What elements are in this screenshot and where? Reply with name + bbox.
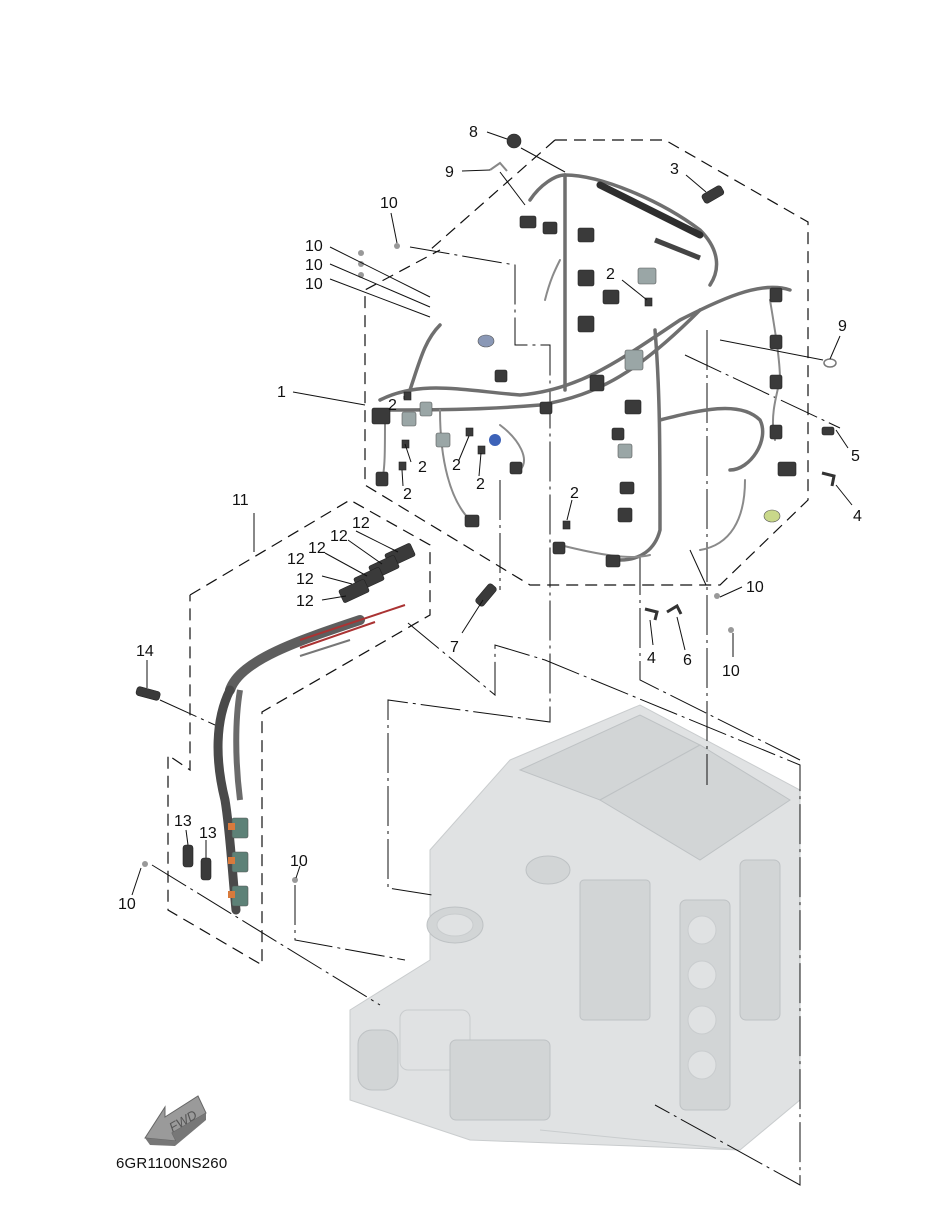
callout-14: 14 (136, 643, 154, 660)
part-10-bolts (142, 243, 734, 883)
part-12-ignition-coils (338, 543, 416, 603)
callout-10: 10 (305, 257, 323, 274)
engine-illustration (349, 704, 801, 1151)
callout-13: 13 (174, 813, 192, 830)
part-9-clamp (489, 161, 508, 172)
callout-13: 13 (199, 825, 217, 842)
callout-labels: 8 9 3 10 10 10 10 2 9 1 2 2 2 2 2 2 5 4 … (118, 124, 862, 913)
part-14-sensor (135, 686, 161, 701)
part-2-clips (398, 297, 653, 530)
callout-7: 7 (450, 639, 459, 656)
part-5-clip (821, 426, 835, 436)
callout-11: 11 (232, 492, 249, 509)
callout-10: 10 (118, 896, 136, 913)
part-11-sub-harness (213, 604, 406, 915)
callout-2: 2 (606, 266, 615, 283)
callout-4: 4 (647, 650, 656, 667)
sub-harness-group-boundary (167, 499, 431, 967)
callout-10: 10 (305, 276, 323, 293)
callout-6: 6 (683, 652, 692, 669)
callout-12: 12 (287, 551, 305, 568)
callout-12: 12 (330, 528, 348, 545)
callout-12: 12 (352, 515, 370, 532)
callout-12: 12 (308, 540, 326, 557)
part-13-caps (182, 844, 212, 881)
callout-2: 2 (476, 476, 485, 493)
part-4-clip-bottom (644, 607, 659, 621)
part-8-grommet (506, 133, 522, 149)
callout-12: 12 (296, 571, 314, 588)
callout-3: 3 (670, 161, 679, 178)
callout-9: 9 (838, 318, 847, 335)
diagram-code: 6GR1100NS260 (116, 1155, 228, 1172)
callout-8: 8 (469, 124, 478, 141)
part-9-clamp-right (823, 358, 837, 368)
callout-5: 5 (851, 448, 860, 465)
callout-1: 1 (277, 384, 286, 401)
callout-2: 2 (388, 397, 397, 414)
callout-9: 9 (445, 164, 454, 181)
callout-2: 2 (403, 486, 412, 503)
part-7-sensor (475, 583, 497, 607)
callout-10: 10 (380, 195, 398, 212)
leader-lines (131, 131, 853, 896)
callout-2: 2 (452, 457, 461, 474)
assembly-reference-lines (151, 246, 841, 1186)
callout-2: 2 (570, 485, 579, 502)
callout-10: 10 (305, 238, 323, 255)
callout-2: 2 (418, 459, 427, 476)
callout-10: 10 (722, 663, 740, 680)
part-4-clip (821, 471, 836, 487)
main-wire-harness (371, 173, 797, 568)
harness-group-boundary (364, 139, 809, 586)
part-6-clip (666, 603, 683, 615)
callout-10: 10 (746, 579, 764, 596)
part-3-sensor (701, 185, 725, 204)
callout-4: 4 (853, 508, 862, 525)
fwd-arrow-icon: FWD (144, 1095, 207, 1146)
harness-tape (596, 181, 704, 261)
callout-12: 12 (296, 593, 314, 610)
callout-10: 10 (290, 853, 308, 870)
